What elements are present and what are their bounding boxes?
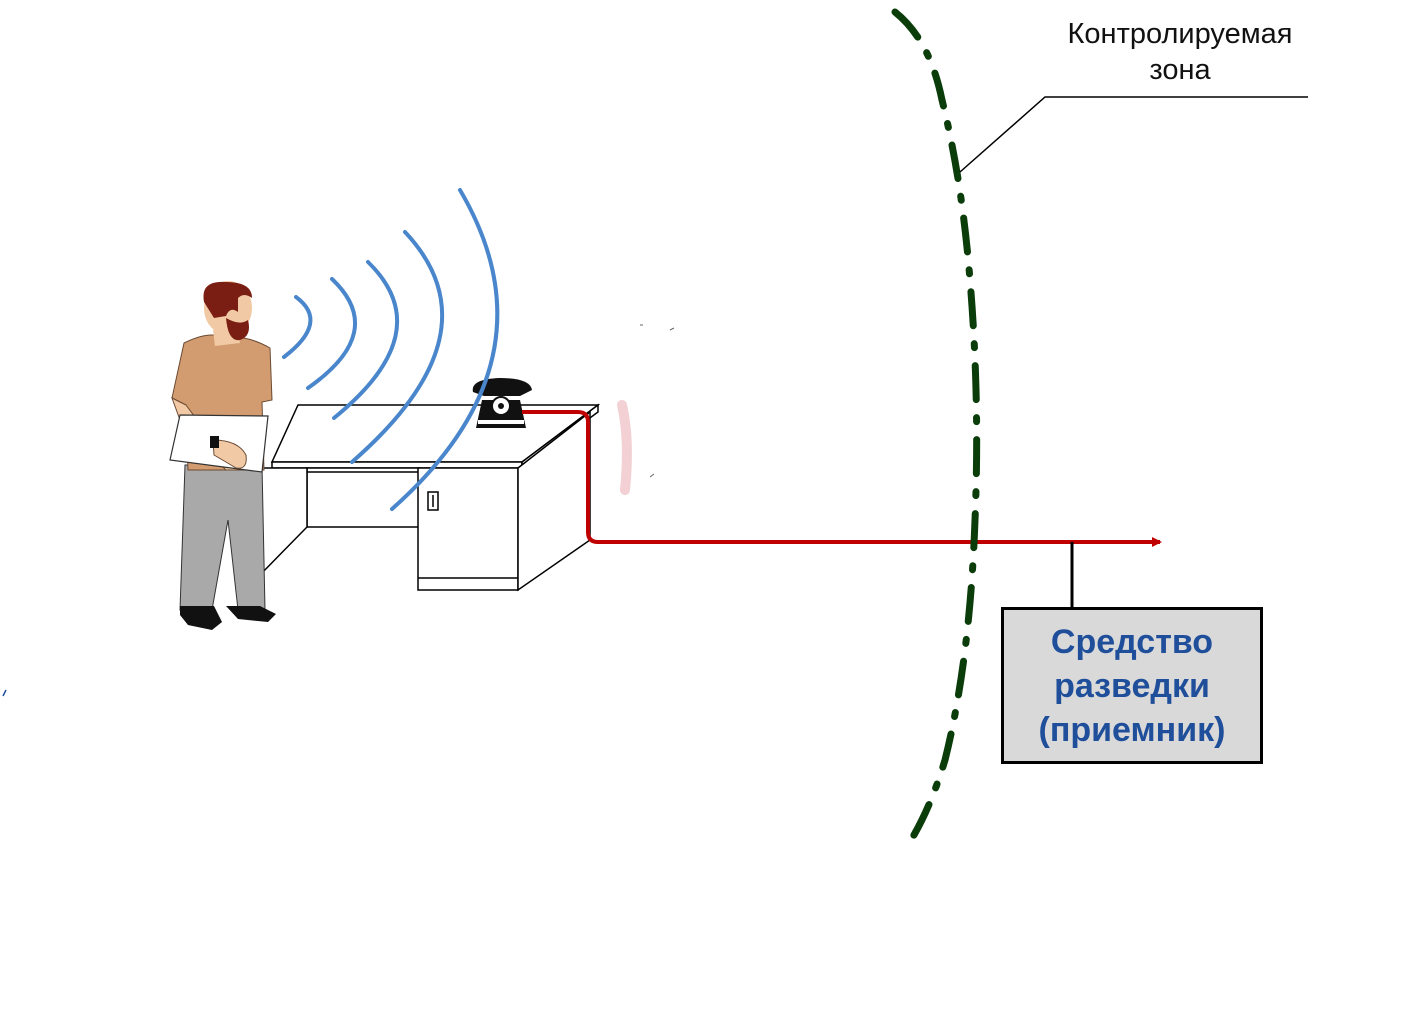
stray-mark [640, 324, 675, 478]
faint-mark [617, 400, 632, 495]
stray-mark [2, 689, 7, 697]
signal-line-arrow [522, 410, 1162, 547]
sound-waves-icon [282, 188, 500, 511]
zone-label-line1: Контролируемая [1067, 18, 1293, 50]
receiver-line3: (приемник) [1038, 710, 1226, 749]
zone-boundary-line [891, 8, 981, 849]
receiver-line2: разведки [1054, 666, 1210, 705]
person-icon [169, 281, 276, 630]
telephone-icon [472, 378, 532, 428]
receiver-box: Средство разведки (приемник) [1001, 607, 1263, 764]
controlled-zone-label: Контролируемая зона [1030, 16, 1330, 88]
zone-label-leader [959, 96, 1308, 173]
receiver-line1: Средство [1050, 622, 1214, 661]
desk-icon [249, 403, 601, 592]
zone-label-line2: зона [1149, 54, 1211, 86]
